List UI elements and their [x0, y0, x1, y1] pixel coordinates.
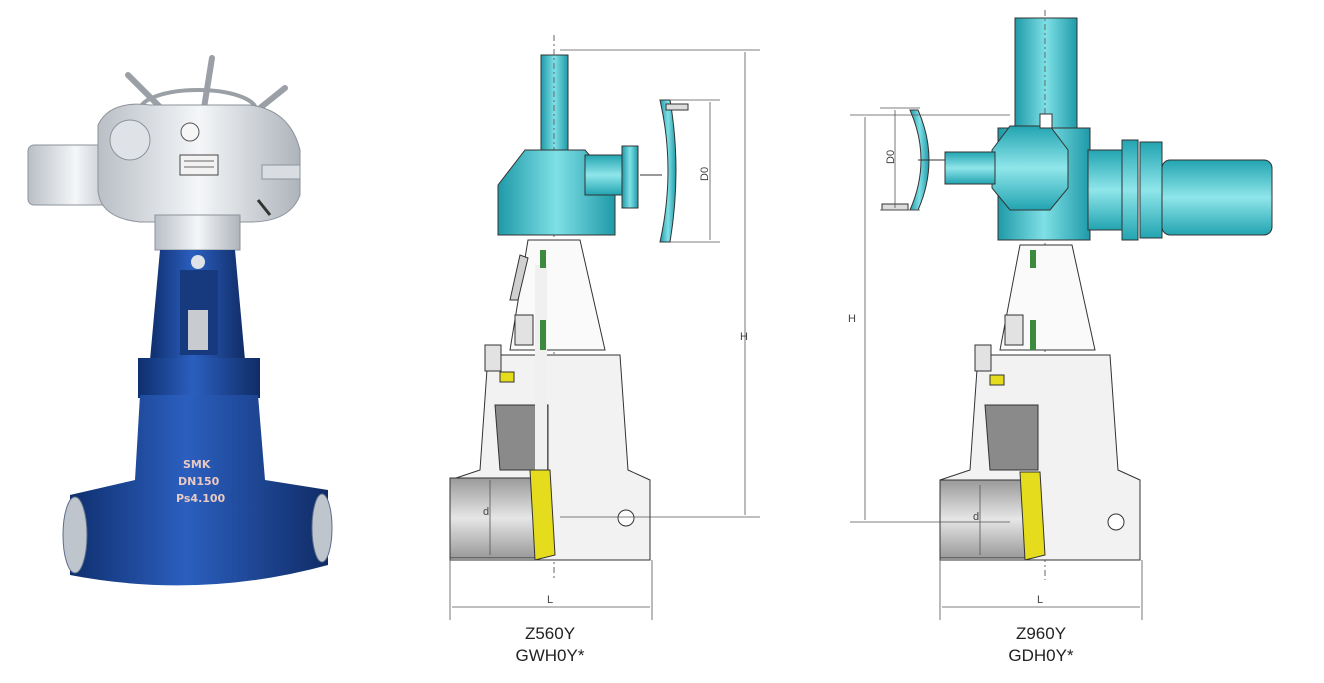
pipe-end — [939, 479, 1031, 559]
bonnet — [138, 358, 260, 398]
valve-body — [70, 395, 328, 586]
caption-right: Z960Y GDH0Y* — [941, 623, 1141, 667]
motor-column — [1014, 17, 1078, 131]
yoke — [509, 239, 606, 351]
dim-l-label: L — [1037, 594, 1043, 606]
dim-l-label: L — [547, 594, 553, 606]
handwheel — [640, 99, 689, 243]
right-weld-end — [311, 493, 333, 563]
dim-d0-label: D0 — [885, 150, 897, 164]
dimension-lines — [850, 107, 1143, 620]
dim-d0-label: D0 — [699, 167, 711, 181]
model-gwh0y: GWH0Y* — [515, 646, 585, 665]
seat-ring — [1019, 471, 1046, 561]
pipe-end — [449, 477, 541, 559]
body-marking-line-1: SMK — [183, 458, 211, 471]
model-z560y: Z560Y — [524, 624, 576, 643]
left-weld-end — [62, 496, 88, 574]
model-gdh0y: GDH0Y* — [1008, 646, 1074, 665]
dim-h-label: H — [848, 313, 856, 325]
caption-left: Z560Y GWH0Y* — [450, 623, 650, 667]
drawing-z560y: H D0 d L — [449, 35, 760, 620]
valve-photo: SMK DN150 Ps4.100 — [27, 55, 333, 586]
body-marking-line-2: DN150 — [178, 475, 220, 488]
dim-d-label: d — [973, 511, 979, 523]
seat-ring — [529, 469, 556, 561]
drawing-z960y: H D0 d L — [848, 10, 1273, 620]
model-z960y: Z960Y — [1015, 624, 1067, 643]
body-marking-line-3: Ps4.100 — [176, 492, 226, 505]
dimension-lines — [449, 49, 760, 620]
dim-d-label: d — [483, 506, 489, 518]
nameplate — [179, 154, 219, 176]
dim-h-label: H — [740, 331, 748, 343]
